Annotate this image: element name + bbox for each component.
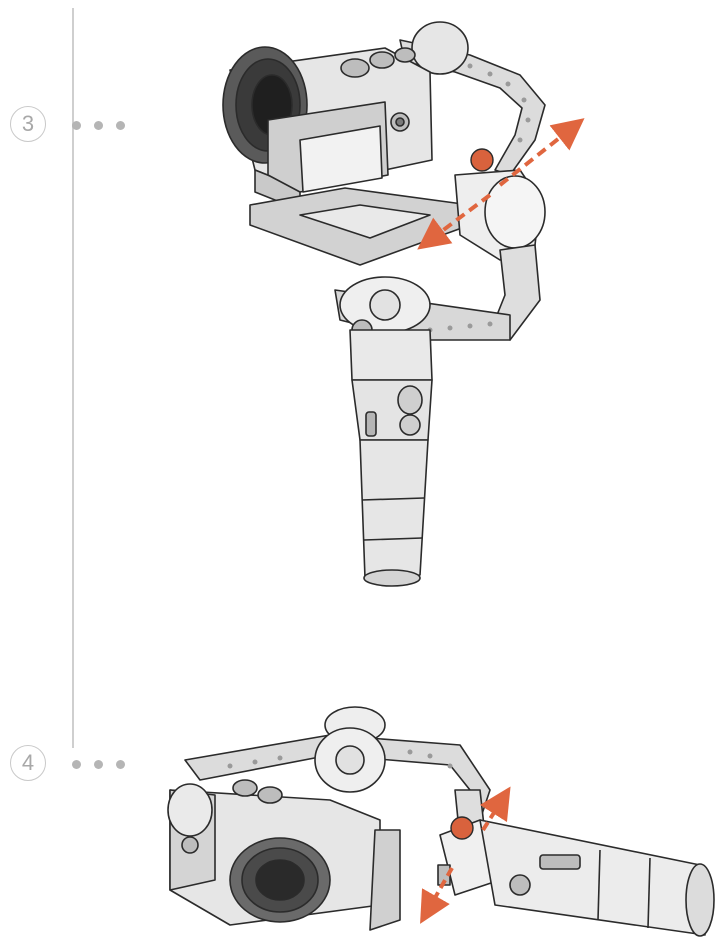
connector-dot	[94, 121, 103, 130]
locking-knob-icon	[470, 148, 494, 172]
step-number-circle: 4	[10, 745, 46, 781]
connector-dot	[94, 760, 103, 769]
connector-dot	[72, 760, 81, 769]
step-3-marker: 3	[10, 106, 140, 146]
adjustment-arrow-icon	[479, 786, 511, 832]
adjustment-arrow-icon	[420, 867, 454, 924]
connector-dot	[72, 121, 81, 130]
adjustment-arrow-icon	[417, 193, 492, 250]
locking-knob-icon	[450, 816, 474, 840]
step-4-marker: 4	[10, 745, 140, 785]
connector-dot	[116, 760, 125, 769]
gimbal-flipped-icon	[167, 706, 715, 937]
gimbal-upright-icon	[222, 21, 546, 587]
connector-dot	[116, 121, 125, 130]
step-number-circle: 3	[10, 106, 46, 142]
step-timeline	[72, 8, 74, 748]
